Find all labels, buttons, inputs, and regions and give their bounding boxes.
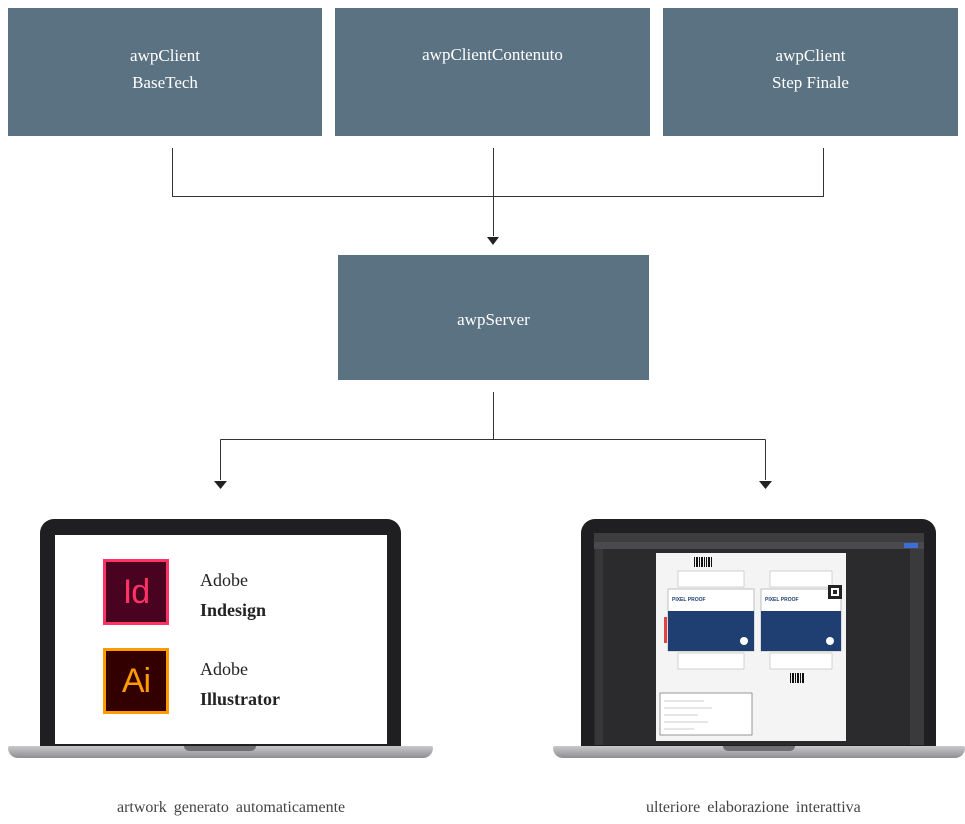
node-label-line1: awpClient: [130, 46, 200, 65]
laptop-notch: [723, 746, 795, 751]
node-label-line2: Step Finale: [772, 73, 849, 92]
node-awpclient-basetech: awpClient BaseTech: [8, 8, 322, 136]
node-label-line2: BaseTech: [132, 73, 198, 92]
node-label: awpServer: [457, 310, 530, 329]
app-row-illustrator: Ai Adobe Illustrator: [103, 648, 280, 714]
caption-left: artwork generato automaticamente: [117, 799, 346, 816]
node-label-line1: awpClient: [775, 46, 846, 65]
laptop-base: [553, 746, 965, 758]
illustrator-icon: Ai: [103, 648, 169, 714]
arrowhead-to-server: [487, 237, 499, 245]
app-name: Indesign: [200, 600, 267, 620]
laptop-right: PIXEL PROOF PIXEL PROOF: [553, 519, 965, 764]
app-name: Illustrator: [200, 689, 280, 709]
artwork-proof-screenshot: PIXEL PROOF PIXEL PROOF: [594, 533, 924, 745]
laptop-left: Id Adobe Indesign Ai Adobe Illustrator: [8, 519, 433, 764]
node-awpclientcontenuto: awpClientContenuto: [335, 8, 650, 136]
laptop-base: [8, 746, 433, 758]
app-row-indesign: Id Adobe Indesign: [103, 559, 266, 625]
app-vendor: Adobe: [200, 659, 248, 679]
connector-client-right: [493, 148, 824, 197]
caption-right: ulteriore elaborazione interattiva: [646, 799, 861, 816]
connector-client-left: [172, 148, 493, 197]
packaging-brand: PIXEL PROOF: [672, 597, 706, 603]
app-vendor: Adobe: [200, 570, 248, 590]
node-awpserver: awpServer: [338, 255, 649, 380]
arrowhead-to-left-laptop: [214, 481, 227, 489]
indesign-icon-text: Id: [122, 572, 150, 611]
node-label-line1: awpClientContenuto: [422, 45, 563, 64]
laptop-notch: [184, 746, 256, 751]
laptop-screen: PIXEL PROOF PIXEL PROOF: [594, 533, 924, 745]
illustrator-icon-text: Ai: [121, 661, 151, 700]
indesign-icon: Id: [103, 559, 169, 625]
arrowhead-to-right-laptop: [759, 481, 772, 489]
app-label-illustrator: Adobe Illustrator: [200, 654, 280, 714]
packaging-brand: PIXEL PROOF: [765, 597, 799, 603]
node-awpclient-step-finale: awpClient Step Finale: [663, 8, 958, 136]
app-label-indesign: Adobe Indesign: [200, 565, 266, 625]
